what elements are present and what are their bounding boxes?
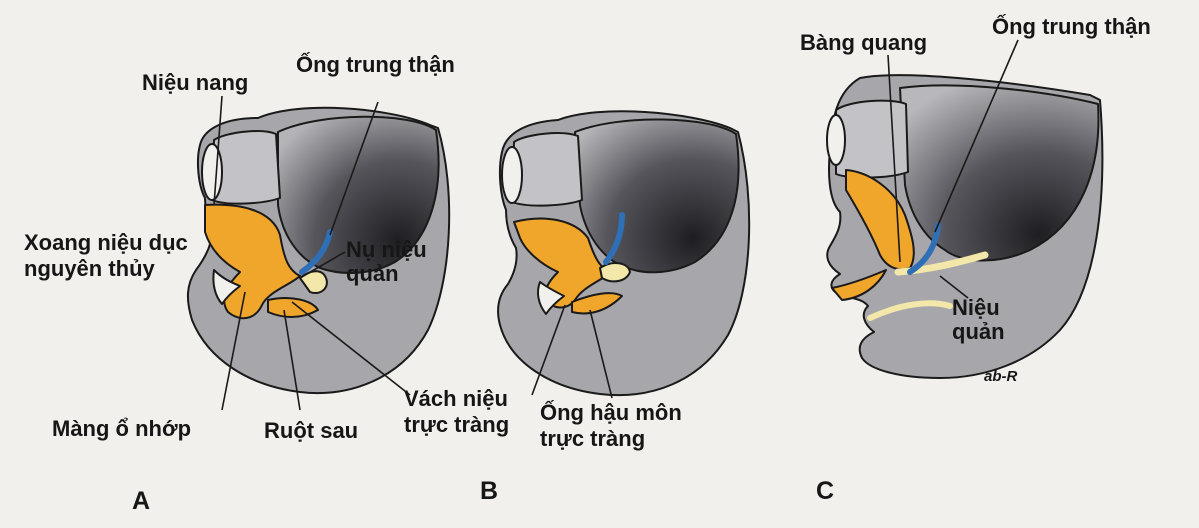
label-ong-hau-mon-truc-trang: Ống hậu môn trực tràng bbox=[540, 400, 682, 451]
panel-label-c: C bbox=[816, 477, 835, 505]
panel-a-cavity bbox=[277, 115, 440, 274]
panel-a-cloacal-notch bbox=[212, 269, 241, 305]
panel-c-urethra bbox=[831, 269, 887, 301]
label-bang-quang: Bàng quang bbox=[800, 30, 928, 55]
panel-label-b: B bbox=[480, 477, 499, 505]
label-nieu-nang: Niệu nang bbox=[142, 70, 249, 95]
panel-b-allantois bbox=[511, 132, 583, 207]
panel-b-allantois-opening bbox=[501, 146, 523, 204]
panel-label-a: A bbox=[132, 487, 151, 515]
panel-c-allantois bbox=[835, 99, 909, 179]
panel-c-mesonephric-duct bbox=[907, 222, 941, 275]
panel-b-mesonephric-duct bbox=[603, 212, 625, 265]
panel-a-leader-lines bbox=[213, 95, 411, 411]
label-mang-o-nhop: Màng ổ nhớp bbox=[52, 416, 192, 441]
label-nieu-quan: Niệu quản bbox=[952, 295, 1005, 344]
panel-b-leader-lines bbox=[531, 304, 613, 399]
label-ong-trung-than-c: Ống trung thận bbox=[992, 14, 1151, 39]
panel-b-drawing bbox=[497, 110, 751, 399]
panel-c-leader-lines bbox=[887, 39, 1019, 299]
panel-b-anorectal bbox=[571, 292, 623, 315]
label-ruot-sau: Ruột sau bbox=[264, 418, 359, 443]
panel-b-cloacal-notch bbox=[537, 281, 565, 315]
panel-a-allantois bbox=[211, 130, 281, 205]
panel-b-ureteric-bud bbox=[599, 262, 631, 283]
label-nu-nieu-quan: Nụ niệu quản bbox=[346, 237, 427, 286]
label-ong-trung-than-a: Ống trung thận bbox=[296, 52, 455, 77]
panel-a-allantois-opening bbox=[201, 143, 223, 201]
label-xoang-nieu-duc: Xoang niệu dục nguyên thủy bbox=[24, 230, 188, 281]
panel-c-cavity bbox=[899, 84, 1100, 262]
panel-c-rectum bbox=[867, 300, 953, 321]
artist-signature: ab-R bbox=[984, 368, 1018, 385]
panel-a-mesonephric-duct bbox=[299, 229, 333, 275]
panel-c-allantois-opening bbox=[826, 114, 846, 166]
panel-c-drawing bbox=[826, 39, 1104, 379]
panel-a-drawing bbox=[186, 95, 451, 411]
label-vach-nieu-truc-trang: Vách niệu trực tràng bbox=[404, 386, 510, 437]
